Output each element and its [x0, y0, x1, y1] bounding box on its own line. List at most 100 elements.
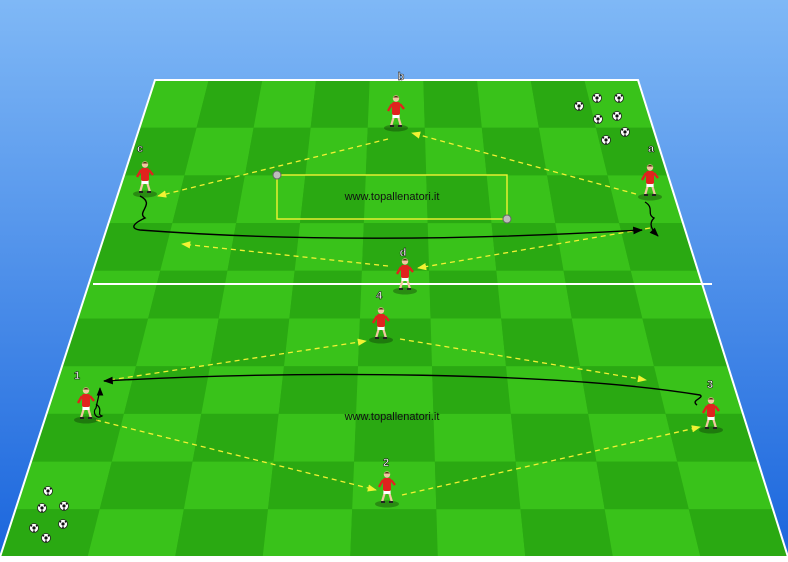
pitch-stripe: [160, 223, 237, 271]
pitch-stripe: [236, 175, 306, 224]
pass-arrow: [401, 425, 701, 496]
soccer-ball-icon: [593, 114, 603, 124]
soccer-ball-icon: [29, 523, 39, 533]
soccer-ball-icon: [592, 93, 602, 103]
pitch-stripe: [196, 80, 263, 128]
pitch-stripe: [15, 461, 112, 510]
soccer-ball-icon: [612, 111, 622, 121]
pitch-stripe: [278, 366, 358, 414]
pitch-stripe: [111, 413, 202, 462]
soccer-ball-icon: [614, 93, 624, 103]
pass-arrow: [399, 338, 647, 383]
pitch-stripe: [268, 461, 355, 510]
pitch-stripe: [184, 127, 254, 176]
pitch-stripe: [520, 509, 613, 557]
player-label: a: [648, 143, 655, 155]
pitch-stripe: [192, 413, 279, 462]
run-arrow: [133, 195, 643, 239]
pitch-stripe: [563, 270, 643, 319]
pitch-stripe: [642, 318, 728, 367]
pitch-stripe: [491, 223, 564, 271]
pitch-stripe: [108, 175, 185, 224]
pitch-stripe: [172, 175, 245, 224]
player-1: 1: [72, 370, 100, 425]
pitch-stripe: [654, 366, 743, 414]
pitch-stripe: [477, 80, 539, 128]
pass-arrow: [411, 131, 637, 195]
pass-arrow: [95, 419, 377, 492]
pitch-stripe: [148, 270, 228, 319]
pitch-stripe: [547, 175, 620, 224]
pass-arrow: [181, 241, 389, 267]
pitch-stripe: [139, 80, 209, 128]
pitch-stripe: [665, 413, 758, 462]
pitch-stripe: [273, 413, 357, 462]
pitch-stripe: [515, 461, 605, 510]
soccer-ball-icon: [601, 135, 611, 145]
pitch-stripe: [433, 413, 516, 462]
pitch-stripe: [31, 413, 124, 462]
pitch-stripe: [688, 509, 788, 557]
player-d: d: [391, 247, 419, 296]
pitch: [0, 79, 788, 558]
pitch-stripe: [423, 80, 482, 128]
pitch-stripe: [596, 461, 689, 510]
pitch-stripe: [595, 127, 668, 176]
pitch-stripe: [363, 175, 428, 224]
soccer-ball-icon: [43, 486, 53, 496]
pitch-stripe: [501, 318, 580, 367]
soccer-ball-icon: [41, 533, 51, 543]
dribble-arrow: [644, 201, 659, 237]
pitch-stripe: [430, 318, 506, 367]
pitch-stripe: [555, 223, 631, 271]
pitch-stripe: [175, 509, 268, 557]
soccer-ball-icon: [37, 503, 47, 513]
pitch-stripe: [361, 223, 430, 271]
pitch-stripe: [123, 366, 210, 414]
pitch-stripe: [365, 127, 427, 176]
dribble-arrow: [93, 387, 104, 418]
pitch-stripe: [486, 175, 556, 224]
pitch-stripe: [244, 127, 311, 176]
pitch-stripe: [424, 127, 487, 176]
player-label: c: [137, 143, 143, 155]
pitch-stripe: [354, 413, 435, 462]
player-label: b: [398, 71, 405, 83]
run-arrow: [103, 373, 702, 406]
pitch-stripe: [496, 270, 572, 319]
pitch-stripe: [481, 127, 548, 176]
player-a: a: [636, 143, 664, 202]
pitch-stripe: [294, 223, 364, 271]
pitch-stripe: [630, 270, 713, 319]
pitch-stripe: [350, 509, 438, 557]
pitch-stripe: [99, 461, 193, 510]
pitch-stripe: [183, 461, 274, 510]
pitch-stripe: [358, 318, 432, 367]
player-2: 2: [373, 457, 401, 509]
pitch-stripe: [262, 509, 353, 557]
pass-arrow: [109, 338, 367, 381]
pitch-stripe: [588, 413, 678, 462]
pitch-stripe: [677, 461, 773, 510]
pitch-stripe: [429, 270, 502, 319]
pitch-stripe: [62, 318, 149, 367]
pitch-stripe: [284, 318, 360, 367]
pitch-stripe: [93, 223, 173, 271]
pitch-stripe: [436, 509, 526, 557]
pitch-stripe: [432, 366, 511, 414]
pitch-stripe: [426, 175, 492, 224]
pitch-stripe: [305, 127, 368, 176]
pitch-stripe: [427, 223, 497, 271]
pass-arrow: [417, 227, 651, 271]
pitch-stripe: [359, 270, 431, 319]
pitch-stripe: [604, 509, 701, 557]
pitch-stripe: [530, 80, 596, 128]
player-b: b: [382, 71, 410, 133]
passing-box: [276, 174, 508, 220]
player-c: c: [131, 143, 159, 199]
player-label: 3: [707, 379, 713, 391]
player-label: d: [400, 247, 407, 259]
pitch-stripe: [0, 509, 100, 557]
cone-marker: [502, 214, 512, 224]
cone-marker: [272, 170, 282, 180]
